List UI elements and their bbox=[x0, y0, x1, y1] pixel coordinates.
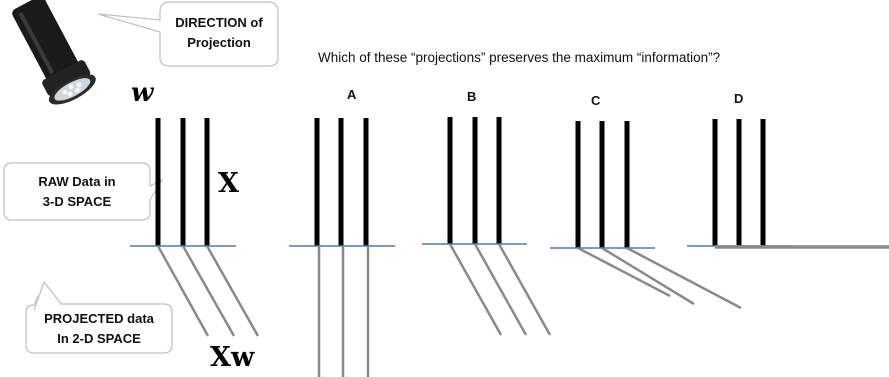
projected-data-callout bbox=[25, 280, 173, 354]
option-a-diagram bbox=[289, 118, 395, 377]
direction-callout bbox=[97, 1, 279, 67]
raw-data-callout-text: RAW Data in 3-D SPACE bbox=[4, 172, 150, 212]
raw-line-1: RAW Data in bbox=[38, 174, 116, 189]
xw-label: Xw bbox=[210, 342, 255, 373]
direction-line-2: Projection bbox=[187, 35, 251, 50]
raw-projection-line bbox=[156, 245, 210, 337]
direction-line-1: DIRECTION of bbox=[175, 15, 263, 30]
x-label: X bbox=[218, 168, 239, 199]
option-a-label: A bbox=[347, 87, 357, 102]
raw-data-callout bbox=[3, 162, 164, 221]
option-b-diagram bbox=[422, 117, 552, 336]
raw-projection-line bbox=[181, 245, 236, 337]
direction-callout-text: DIRECTION of Projection bbox=[160, 13, 278, 53]
raw-line-2: 3-D SPACE bbox=[42, 194, 112, 209]
w-label: w bbox=[131, 78, 154, 108]
flashlight-icon bbox=[12, 0, 96, 105]
option-d-label: D bbox=[734, 91, 744, 106]
option-c-diagram bbox=[550, 121, 742, 310]
projected-line-1: PROJECTED data bbox=[44, 311, 154, 326]
projected-data-callout-text: PROJECTED data In 2-D SPACE bbox=[26, 309, 172, 349]
projected-line-2: In 2-D SPACE bbox=[57, 331, 141, 346]
question-text: Which of these “projections” preserves t… bbox=[318, 50, 721, 65]
option-d-diagram bbox=[687, 119, 889, 249]
option-b-label: B bbox=[467, 89, 477, 104]
option-c-label: C bbox=[591, 93, 601, 108]
raw-projection-line bbox=[205, 245, 260, 337]
raw-data-group bbox=[130, 118, 260, 337]
